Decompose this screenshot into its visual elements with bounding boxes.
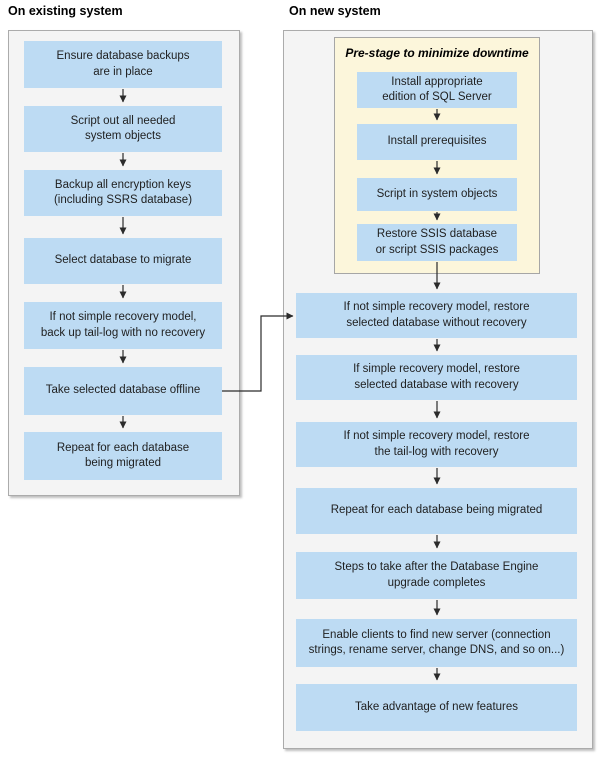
step-script-in-objects: Script in system objects [357, 178, 517, 211]
step-restore-with-recovery: If simple recovery model, restore select… [296, 355, 577, 400]
step-post-upgrade-steps: Steps to take after the Database Engine … [296, 552, 577, 599]
prestage-title: Pre-stage to minimize downtime [345, 46, 529, 60]
step-install-prerequisites: Install prerequisites [357, 124, 517, 160]
step-new-features: Take advantage of new features [296, 684, 577, 731]
step-backup-tail-log: If not simple recovery model, back up ta… [24, 302, 222, 349]
step-repeat-existing: Repeat for each database being migrated [24, 432, 222, 480]
step-enable-clients: Enable clients to find new server (conne… [296, 619, 577, 667]
existing-system-title: On existing system [8, 4, 123, 18]
step-install-sql-server: Install appropriate edition of SQL Serve… [357, 72, 517, 108]
step-repeat-new: Repeat for each database being migrated [296, 488, 577, 534]
step-restore-tail-log: If not simple recovery model, restore th… [296, 422, 577, 467]
step-select-database: Select database to migrate [24, 238, 222, 284]
step-take-database-offline: Take selected database offline [24, 367, 222, 415]
new-system-title: On new system [289, 4, 381, 18]
step-restore-without-recovery: If not simple recovery model, restore se… [296, 293, 577, 338]
step-ensure-backups: Ensure database backups are in place [24, 41, 222, 88]
step-restore-ssis: Restore SSIS database or script SSIS pac… [357, 224, 517, 261]
step-script-system-objects: Script out all needed system objects [24, 106, 222, 152]
step-backup-encryption-keys: Backup all encryption keys (including SS… [24, 170, 222, 216]
